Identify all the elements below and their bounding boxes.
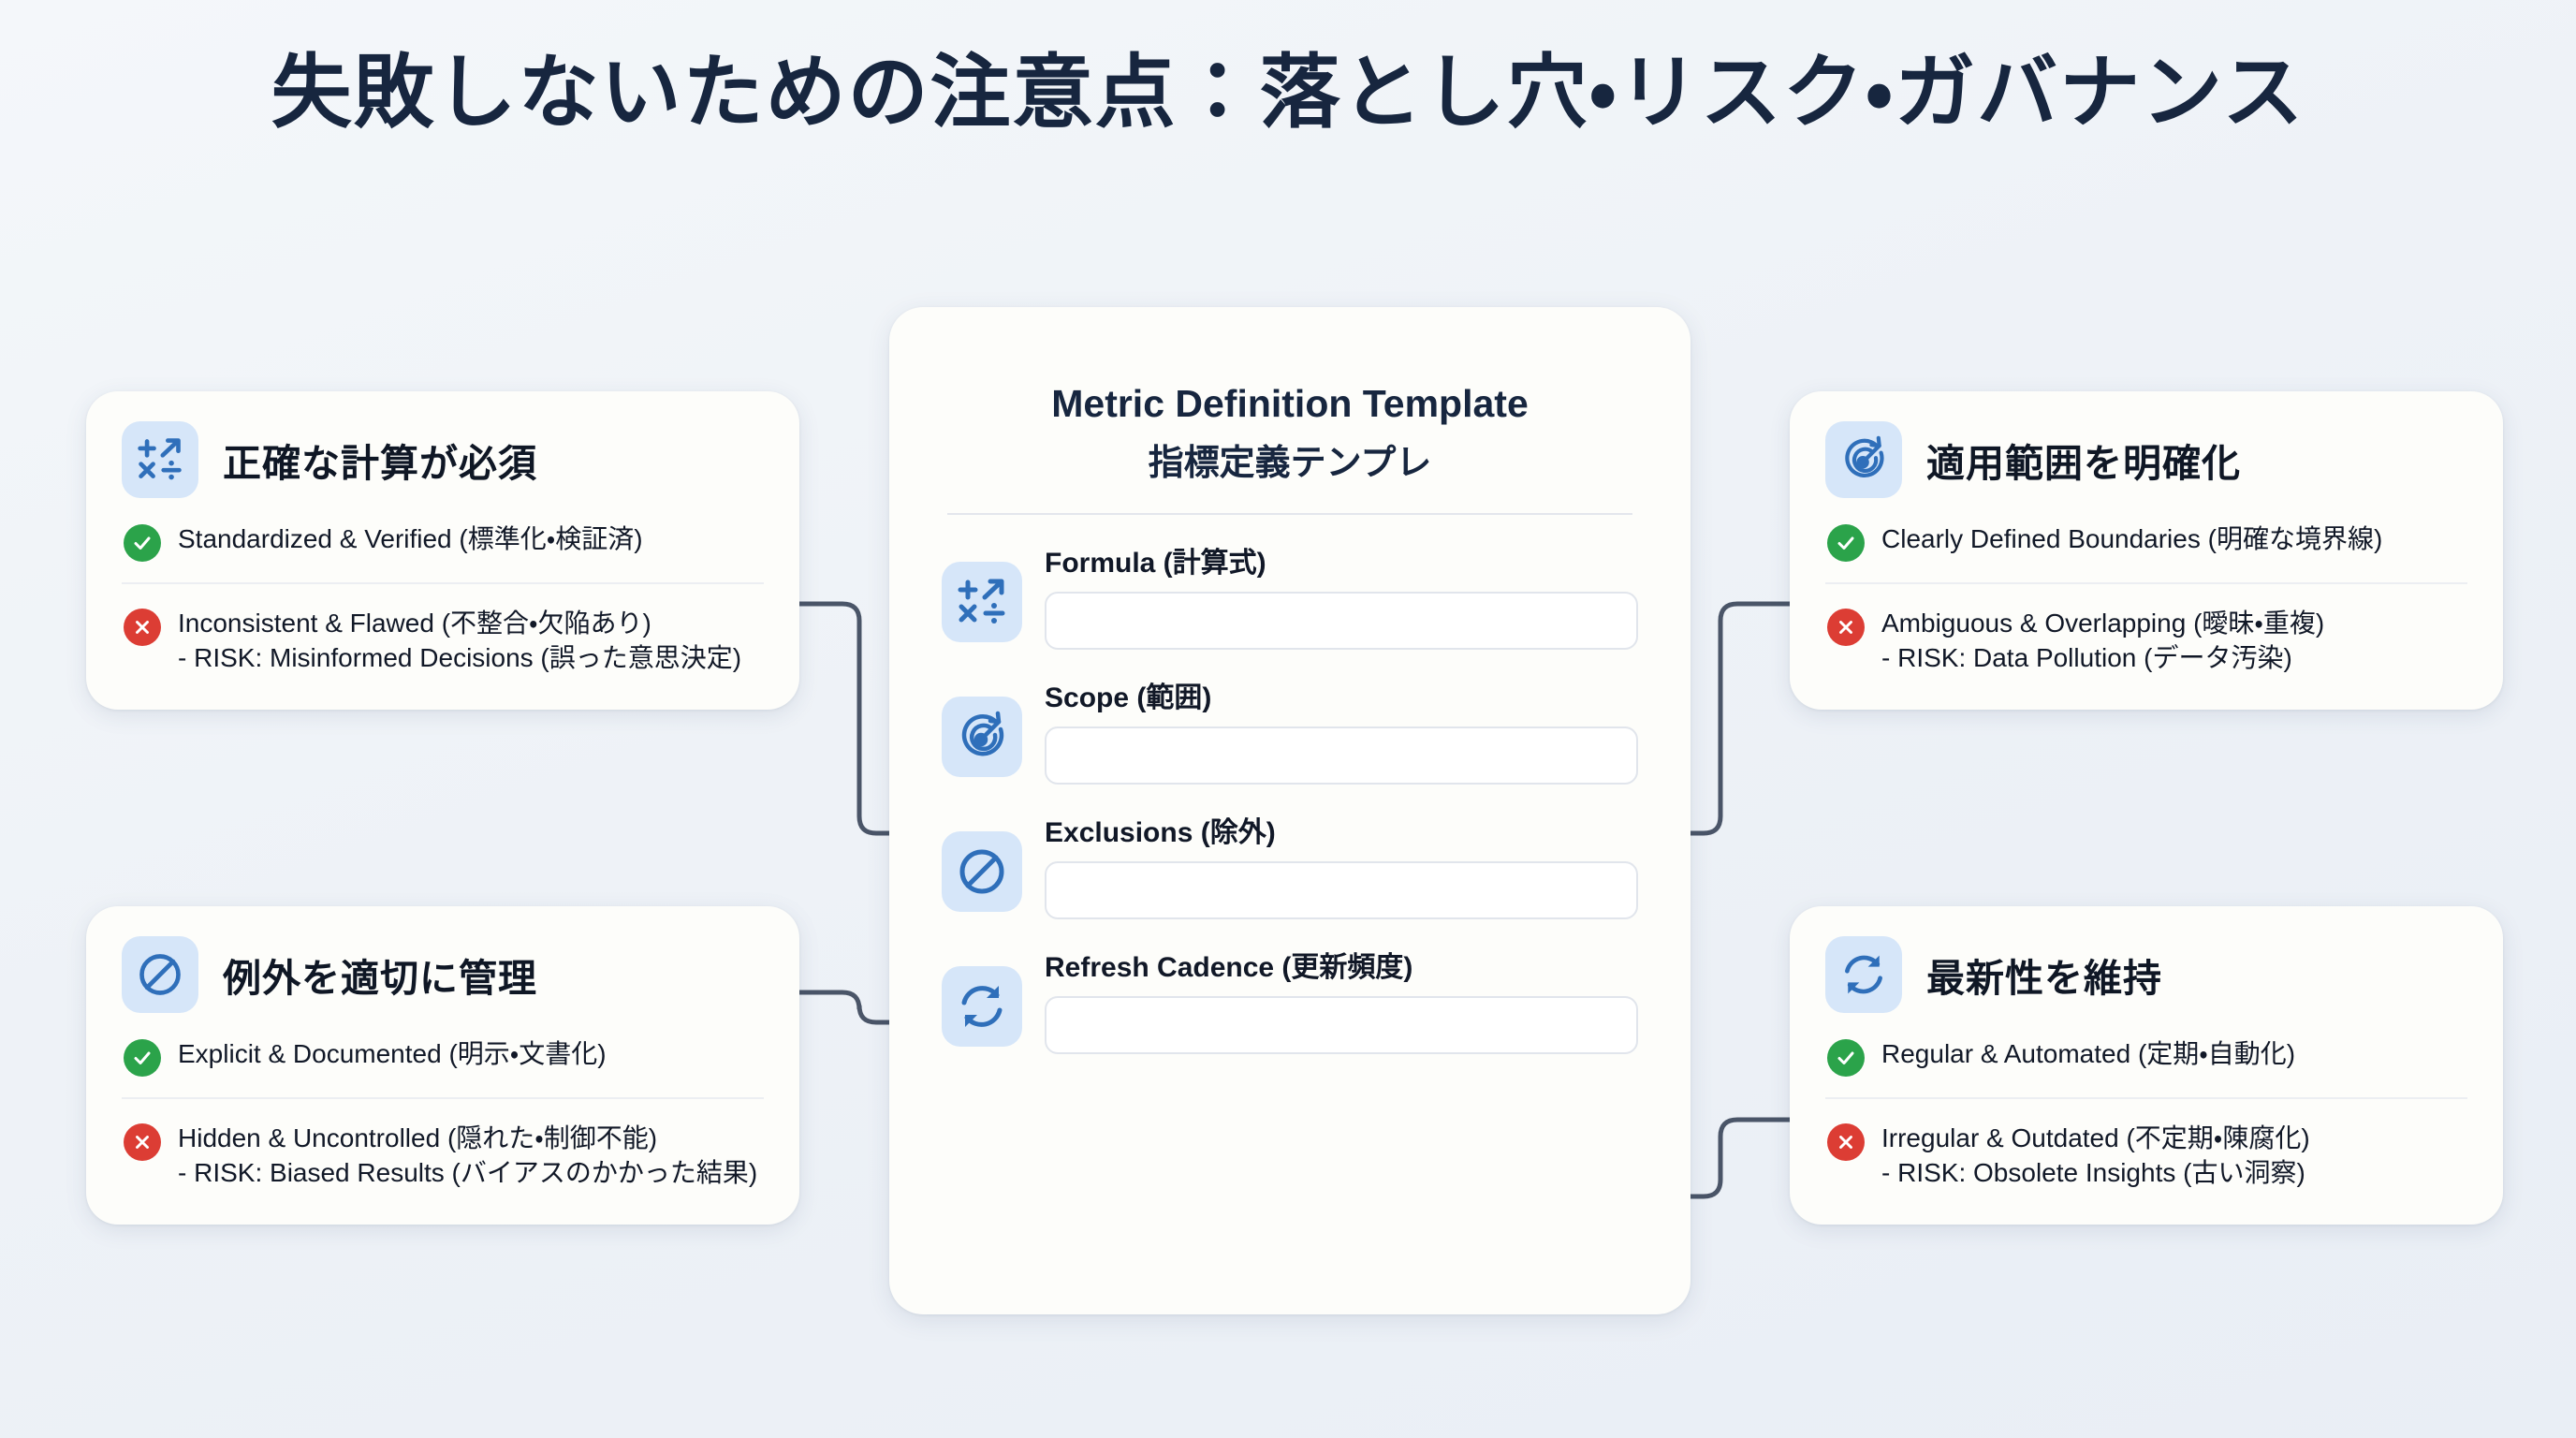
card-item-negative-block: Hidden & Uncontrolled (隠れた・制御不能) - RISK:… xyxy=(178,1122,757,1191)
cross-icon xyxy=(124,1123,161,1161)
field-body-exclusions: Exclusions (除外) xyxy=(1045,809,1638,919)
card-title: 適用範囲を明確化 xyxy=(1926,442,2241,485)
check-icon xyxy=(1827,1039,1865,1077)
cross-icon xyxy=(124,609,161,646)
card-separator xyxy=(122,1097,764,1099)
card-header: 適用範囲を明確化 xyxy=(1825,421,2467,498)
prohibition-icon xyxy=(942,831,1022,912)
field-list: Formula (計算式) Scope (範囲 xyxy=(942,539,1638,1054)
card-title: 例外を適切に管理 xyxy=(223,957,537,1000)
card-title: 正確な計算が必須 xyxy=(223,442,537,485)
card-item-negative-text: Ambiguous & Overlapping (曖昧・重複) xyxy=(1881,609,2325,638)
card-item-negative-block: Ambiguous & Overlapping (曖昧・重複) - RISK: … xyxy=(1881,607,2324,676)
card-item-positive: Standardized & Verified (標準化・検証済) xyxy=(122,519,764,564)
card-maintain-freshness: 最新性を維持 Regular & Automated (定期・自動化) Irre… xyxy=(1790,906,2503,1225)
card-header: 最新性を維持 xyxy=(1825,936,2467,1013)
field-row-scope: Scope (範囲) xyxy=(942,674,1638,785)
card-item-negative: Irregular & Outdated (不定期・陳腐化) - RISK: O… xyxy=(1825,1118,2467,1193)
metric-definition-template-panel: Metric Definition Template 指標定義テンプレ F xyxy=(889,307,1690,1314)
card-item-negative: Ambiguous & Overlapping (曖昧・重複) - RISK: … xyxy=(1825,603,2467,678)
card-item-negative: Inconsistent & Flawed (不整合・欠陥あり) - RISK:… xyxy=(122,603,764,678)
card-item-risk-text: - RISK: Biased Results (バイアスのかかった結果) xyxy=(178,1157,758,1187)
card-manage-exceptions: 例外を適切に管理 Explicit & Documented (明示・文書化) … xyxy=(86,906,799,1225)
card-separator xyxy=(1825,1097,2467,1099)
card-item-negative-text: Inconsistent & Flawed (不整合・欠陥あり) xyxy=(178,609,651,638)
card-accurate-calculation: 正確な計算が必須 Standardized & Verified (標準化・検証… xyxy=(86,391,799,710)
field-label-formula: Formula (計算式) xyxy=(1045,548,1266,579)
card-item-negative-text: Irregular & Outdated (不定期・陳腐化) xyxy=(1881,1123,2310,1152)
center-panel-title-en: Metric Definition Template xyxy=(1051,382,1529,425)
field-row-formula: Formula (計算式) xyxy=(942,539,1638,650)
check-icon xyxy=(124,524,161,562)
formula-icon xyxy=(942,562,1022,642)
cross-icon xyxy=(1827,1123,1865,1161)
card-item-positive-text: Regular & Automated (定期・自動化) xyxy=(1881,1039,2296,1068)
card-separator xyxy=(122,582,764,584)
field-body-scope: Scope (範囲) xyxy=(1045,674,1638,785)
card-item-negative-text: Hidden & Uncontrolled (隠れた・制御不能) xyxy=(178,1123,658,1152)
field-input-formula[interactable] xyxy=(1045,592,1638,650)
field-input-exclusions[interactable] xyxy=(1045,861,1638,919)
formula-icon xyxy=(122,421,198,498)
prohibition-icon xyxy=(122,936,198,1013)
card-separator xyxy=(1825,582,2467,584)
card-item-positive-text: Clearly Defined Boundaries (明確な境界線) xyxy=(1881,524,2383,553)
field-label-scope: Scope (範囲) xyxy=(1045,682,1212,713)
card-item-positive: Explicit & Documented (明示・文書化) xyxy=(122,1034,764,1078)
card-item-negative-block: Irregular & Outdated (不定期・陳腐化) - RISK: O… xyxy=(1881,1122,2310,1191)
field-row-exclusions: Exclusions (除外) xyxy=(942,809,1638,919)
center-panel-title-ja: 指標定義テンプレ xyxy=(1148,444,1432,483)
card-item-negative-block: Inconsistent & Flawed (不整合・欠陥あり) - RISK:… xyxy=(178,607,741,676)
field-body-formula: Formula (計算式) xyxy=(1045,539,1638,650)
refresh-icon xyxy=(942,966,1022,1047)
card-item-positive-text: Standardized & Verified (標準化・検証済) xyxy=(178,524,643,553)
field-label-exclusions: Exclusions (除外) xyxy=(1045,817,1276,848)
check-icon xyxy=(124,1039,161,1077)
target-icon xyxy=(942,697,1022,777)
cross-icon xyxy=(1827,609,1865,646)
check-icon xyxy=(1827,524,1865,562)
target-icon xyxy=(1825,421,1902,498)
card-item-negative: Hidden & Uncontrolled (隠れた・制御不能) - RISK:… xyxy=(122,1118,764,1193)
card-title: 最新性を維持 xyxy=(1926,957,2162,1000)
field-input-refresh-cadence[interactable] xyxy=(1045,996,1638,1054)
card-header: 正確な計算が必須 xyxy=(122,421,764,498)
card-item-positive: Regular & Automated (定期・自動化) xyxy=(1825,1034,2467,1078)
card-item-risk-text: - RISK: Data Pollution (データ汚染) xyxy=(1881,642,2292,672)
card-header: 例外を適切に管理 xyxy=(122,936,764,1013)
card-item-positive: Clearly Defined Boundaries (明確な境界線) xyxy=(1825,519,2467,564)
center-panel-divider xyxy=(947,513,1632,515)
page-title: 失敗しないための注意点：落とし穴・リスク・ガバナンス xyxy=(271,48,2305,138)
card-item-risk-text: - RISK: Obsolete Insights (古い洞察) xyxy=(1881,1157,2305,1187)
field-body-refresh-cadence: Refresh Cadence (更新頻度) xyxy=(1045,944,1638,1054)
field-label-refresh-cadence: Refresh Cadence (更新頻度) xyxy=(1045,952,1413,983)
refresh-icon xyxy=(1825,936,1902,1013)
field-row-refresh-cadence: Refresh Cadence (更新頻度) xyxy=(942,944,1638,1054)
field-input-scope[interactable] xyxy=(1045,726,1638,785)
card-item-risk-text: - RISK: Misinformed Decisions (誤った意思決定) xyxy=(178,642,742,672)
card-item-positive-text: Explicit & Documented (明示・文書化) xyxy=(178,1039,607,1068)
card-clarify-scope: 適用範囲を明確化 Clearly Defined Boundaries (明確な… xyxy=(1790,391,2503,710)
